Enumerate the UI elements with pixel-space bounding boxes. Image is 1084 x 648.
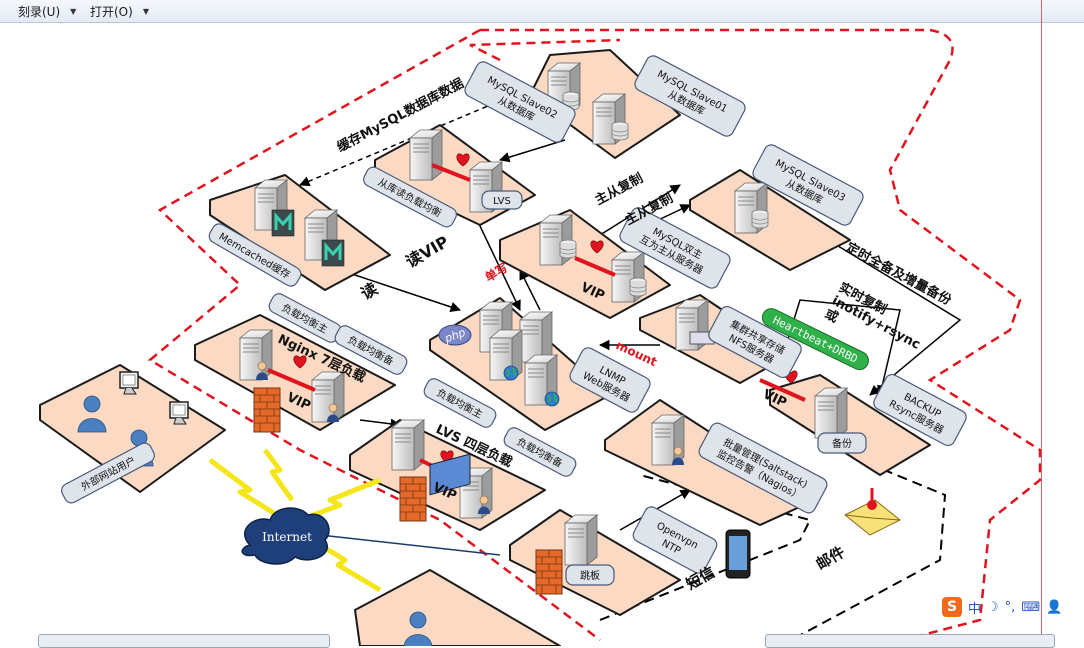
boundary-outer-right	[480, 28, 1042, 646]
label-master-slave-1: 主从复制	[592, 170, 645, 209]
chevron-down-icon[interactable]: ▼	[142, 7, 149, 16]
connector-internet-jump	[319, 534, 501, 556]
zone-office	[354, 453, 561, 646]
firewall-icon	[253, 387, 281, 433]
sogou-logo-icon[interactable]: S	[942, 597, 962, 617]
tag-nfs: 集群共享存储NFS服务器	[708, 305, 802, 379]
toolbar: 刻录(U) ▼ 打开(O) ▼	[0, 0, 1084, 23]
zone-nginx	[194, 314, 396, 431]
ime-toolbar[interactable]: S 中 ☽ °, ⌨ 👤	[942, 596, 1082, 618]
zone-web: php	[429, 297, 611, 431]
lightning-icon	[299, 477, 381, 523]
boundary-top	[469, 38, 621, 62]
connector-write	[519, 269, 541, 311]
punctuation-icon[interactable]: °,	[1004, 599, 1016, 615]
label-email: 邮件	[813, 543, 848, 574]
lightning-icon	[208, 458, 287, 523]
lightning-icon	[263, 448, 295, 502]
tag-lvs-text: LVS	[493, 196, 511, 207]
connector-slave01	[498, 139, 566, 163]
tag-backup-text: 备份	[832, 437, 852, 450]
open-menu-label: 打开(O)	[90, 5, 133, 19]
firewall-icon	[535, 549, 563, 595]
internet-label: Internet	[262, 530, 312, 544]
tag-lb-backup-2: 负载均衡备	[503, 427, 577, 477]
internet-cloud: Internet	[241, 507, 330, 565]
connector-email	[779, 459, 947, 646]
user-icon[interactable]: 👤	[1046, 599, 1063, 615]
firewall-icon	[399, 476, 427, 522]
zone-jump	[509, 509, 681, 616]
burn-menu-label: 刻录(U)	[18, 5, 61, 19]
chevron-down-icon[interactable]: ▼	[70, 7, 77, 16]
label-read-vip: 读VIP	[403, 232, 453, 272]
mail-icon	[844, 488, 901, 536]
moon-icon[interactable]: ☽	[987, 599, 999, 615]
open-menu[interactable]: 打开(O) ▼	[90, 3, 149, 20]
keyboard-icon[interactable]: ⌨	[1021, 599, 1041, 615]
zone-saltstack	[604, 399, 816, 526]
ime-lang-toggle[interactable]: 中	[968, 601, 982, 617]
tag-backup: 备份	[817, 432, 867, 454]
connector-read	[339, 269, 461, 312]
tag-jump-text: 跳板	[580, 569, 600, 582]
zone-backup	[759, 370, 931, 476]
zone-mysql-master	[499, 209, 671, 319]
boundary-outer-left	[147, 28, 601, 641]
zone-external-users	[39, 364, 226, 493]
tag-lvs: LVS	[481, 190, 523, 210]
tag-openvpn: OpenvpnNTP	[632, 506, 718, 574]
zone-memcached	[209, 174, 391, 291]
architecture-diagram: php	[39, 28, 1042, 646]
burn-menu[interactable]: 刻录(U) ▼	[18, 3, 76, 20]
phone-icon	[725, 529, 751, 579]
lightning-icon	[318, 542, 382, 593]
connector-scheduled-backup	[819, 234, 962, 396]
zone-slave03	[689, 169, 851, 271]
tag-jump: 跳板	[565, 564, 615, 586]
page-margin-line	[1041, 0, 1042, 646]
